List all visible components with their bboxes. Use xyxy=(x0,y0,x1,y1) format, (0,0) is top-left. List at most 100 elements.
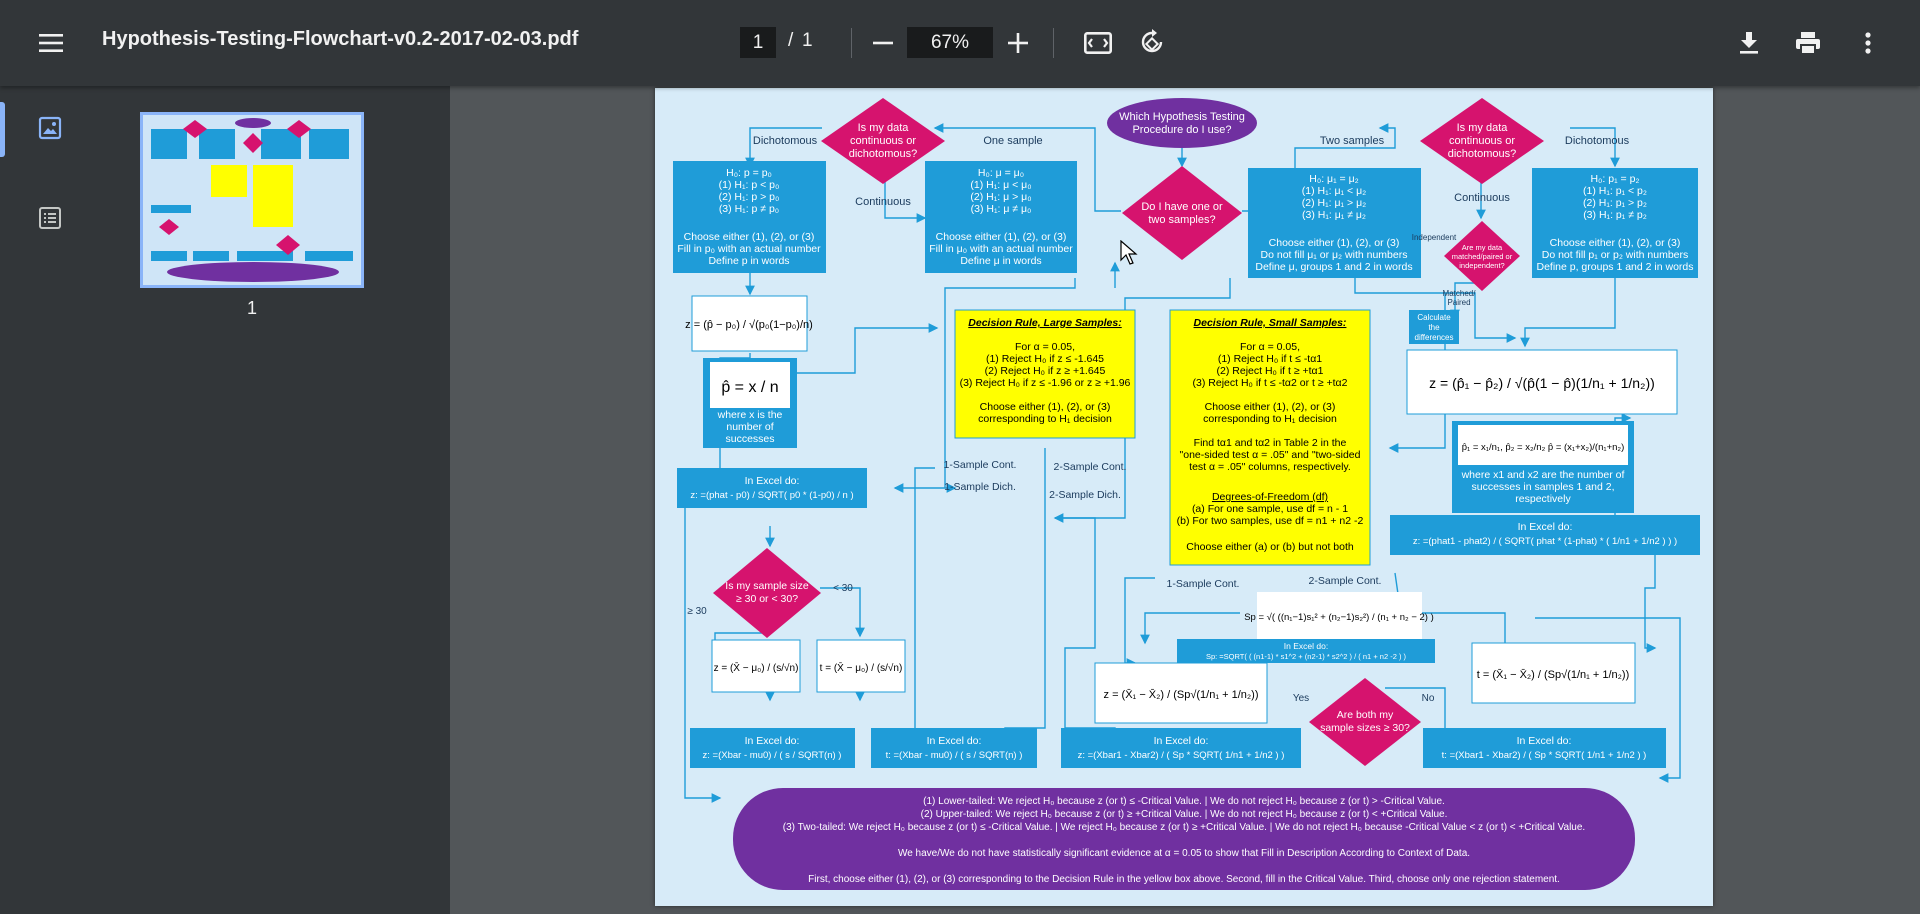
page-separator: / xyxy=(788,30,794,51)
excel-z1-label: In Excel do: xyxy=(745,735,800,747)
mh-1: (1) H₁: μ < μ₀ xyxy=(970,179,1031,191)
excel-p2-formula: z: =(phat1 - phat2) / ( SQRT( phat * (1-… xyxy=(1413,536,1677,547)
p2-5: Choose either (1), (2), or (3) xyxy=(1550,237,1681,249)
label-2-sample-cont: 2-Sample Cont. xyxy=(1054,461,1127,473)
z2-formula: z = (X̄₁ − X̄₂) / (Sp√(1/n₁ + 1/n₂)) xyxy=(1104,688,1259,701)
excel-z1-formula: z: =(Xbar - mu0) / ( s / SQRT(n) ) xyxy=(703,750,842,761)
zoom-level-input[interactable]: 67% xyxy=(907,27,993,58)
excel-t2-formula: t: =(Xbar1 - Xbar2) / ( Sp * SQRT( 1/n1 … xyxy=(1442,750,1647,761)
label-continuous-left: Continuous xyxy=(855,196,911,208)
which-line-2: Procedure do I use? xyxy=(1132,124,1231,136)
one-two-line-2: two samples? xyxy=(1148,214,1215,226)
m2-1: (1) H₁: μ₁ < μ₂ xyxy=(1302,185,1366,197)
conc-4: We have/We do not have statistically sig… xyxy=(898,848,1470,859)
mt-1: matched/paired or xyxy=(1452,252,1513,261)
outline-tab[interactable] xyxy=(0,192,100,248)
sb-1: (1) Reject H₀ if t ≤ -tα1 xyxy=(1218,353,1322,365)
right-data-type-diamond xyxy=(1420,98,1544,184)
ldt-1: Is my data xyxy=(858,122,910,134)
rdt-1: Is my data xyxy=(1457,122,1509,134)
excel-sp-box xyxy=(1177,639,1435,663)
pdf-toolbar: Hypothesis-Testing-Flowchart-v0.2-2017-0… xyxy=(0,0,1920,86)
one-or-two-diamond xyxy=(1122,166,1242,260)
active-tab-indicator xyxy=(0,102,5,157)
p2-1: (1) H₁: p₁ < p₂ xyxy=(1583,185,1647,197)
cd-1: the xyxy=(1428,323,1440,332)
mu-hypothesis-box xyxy=(925,161,1077,273)
excel-t1-label: In Excel do: xyxy=(927,735,982,747)
large-samples-box xyxy=(954,309,1136,439)
sb-2: (2) Reject H₀ if t ≥ +tα1 xyxy=(1217,365,1324,377)
label-one-sample: One sample xyxy=(983,135,1042,147)
p2-3: (3) H₁: p₁ ≠ p₂ xyxy=(1583,209,1647,221)
mh-7: Define μ in words xyxy=(960,255,1041,267)
p2-defs: p̂₁ = x₁/n₁, p̂₂ = x₂/n₂ p̂ = (x₁+x₂)/(n… xyxy=(1462,442,1625,453)
ph-3: (3) H₁: p ≠ p₀ xyxy=(719,203,779,215)
outline-list-icon xyxy=(38,206,62,234)
excel-t1-formula: t: =(Xbar - mu0) / ( s / SQRT(n) ) xyxy=(886,750,1023,761)
more-vert-icon[interactable] xyxy=(1848,23,1888,63)
print-icon[interactable] xyxy=(1787,23,1829,63)
page-number-input[interactable]: 1 xyxy=(740,27,776,58)
label-2-sample-dich: 2-Sample Dich. xyxy=(1049,489,1121,501)
z-p-formula-box xyxy=(691,295,808,352)
label-dichotomous-left: Dichotomous xyxy=(753,135,818,147)
conc-2: (3) Two-tailed: We reject H₀ because z (… xyxy=(783,822,1585,833)
both-0: Are both my xyxy=(1337,709,1394,721)
label-matched-1: Matched/ xyxy=(1443,289,1477,298)
label-yes: Yes xyxy=(1293,693,1309,704)
sb-9: "one-sided test α = .05" and "two-sided xyxy=(1180,449,1361,461)
label-continuous-right: Continuous xyxy=(1454,192,1510,204)
p2-6: Do not fill p₁ or p₂ with numbers xyxy=(1542,249,1689,261)
excel-p1-label: In Excel do: xyxy=(745,475,800,487)
z1-formula: z = (X̄ − μ₀) / (s/√n) xyxy=(714,661,799,674)
m2-3: (3) H₁: μ₁ ≠ μ₂ xyxy=(1302,209,1366,221)
lb-2: (2) Reject H₀ if z ≥ +1.645 xyxy=(985,365,1106,377)
t1-formula: t = (X̄ − μ₀) / (s/√n) xyxy=(820,661,903,674)
excel-z2-box xyxy=(1061,728,1301,768)
excel-p1-formula: z: =(phat - p0) / SQRT( p0 * (1-p0) / n … xyxy=(690,490,853,501)
image-icon xyxy=(38,116,62,144)
label-independent: Independent xyxy=(1412,233,1457,242)
sb-6: corresponding to H₁ decision xyxy=(1203,413,1337,425)
sb-10: test α = .05" columns, respectively. xyxy=(1189,461,1351,473)
ph-7: Define p in words xyxy=(708,255,789,267)
label-1-sample-cont: 1-Sample Cont. xyxy=(944,459,1017,471)
label-matched-2: Paired xyxy=(1447,298,1470,307)
ss-0: Is my sample size xyxy=(725,580,809,592)
page-thumbnail[interactable] xyxy=(140,112,364,288)
zoom-out-icon[interactable] xyxy=(863,23,903,63)
df-0: (a) For one sample, use df = n - 1 xyxy=(1192,503,1348,515)
m2-7: Define μ, groups 1 and 2 in words xyxy=(1255,261,1412,273)
df-3: Choose either (a) or (b) but not both xyxy=(1186,541,1354,553)
phat-desc-0: where x is the xyxy=(717,409,783,421)
small-samples-box xyxy=(1169,309,1371,566)
p2-desc-2: respectively xyxy=(1515,493,1571,505)
mh-6: Fill in μ₀ with an actual number xyxy=(929,243,1073,255)
ph-6: Fill in p₀ with an actual number xyxy=(677,243,821,255)
calc-diff-box xyxy=(1409,310,1459,344)
excel-t2-label: In Excel do: xyxy=(1517,735,1572,747)
both-1: sample sizes ≥ 30? xyxy=(1320,722,1410,734)
mh-0: H₀: μ = μ₀ xyxy=(978,167,1024,179)
mt-2: independent? xyxy=(1459,261,1504,270)
thumbnail-page-number: 1 xyxy=(246,298,257,318)
download-icon[interactable] xyxy=(1728,23,1770,63)
flowchart: Which Hypothesis Testing Procedure do I … xyxy=(673,98,1700,890)
p2-0: H₀: p₁ = p₂ xyxy=(1590,173,1639,185)
menu-icon[interactable] xyxy=(30,23,72,63)
excel-p1-box xyxy=(677,468,867,508)
thumbnails-tab[interactable] xyxy=(0,102,100,158)
fit-to-page-icon[interactable] xyxy=(1077,23,1119,63)
phat-formula: p̂ = x / n xyxy=(721,379,778,396)
p2-7: Define p, groups 1 and 2 in words xyxy=(1536,261,1693,273)
sb-3: (3) Reject H₀ if t ≤ -tα2 or t ≥ +tα2 xyxy=(1193,377,1348,389)
both-sizes-diamond xyxy=(1309,678,1421,766)
label-1-sample-cont-2: 1-Sample Cont. xyxy=(1167,578,1240,590)
zoom-in-icon[interactable] xyxy=(998,23,1038,63)
excel-p2-label: In Excel do: xyxy=(1518,521,1573,533)
p2-desc-0: where x1 and x2 are the number of xyxy=(1461,469,1625,481)
rotate-icon[interactable] xyxy=(1131,21,1173,63)
excel-z1-box xyxy=(690,728,855,768)
m2-2: (2) H₁: μ₁ > μ₂ xyxy=(1302,197,1366,209)
